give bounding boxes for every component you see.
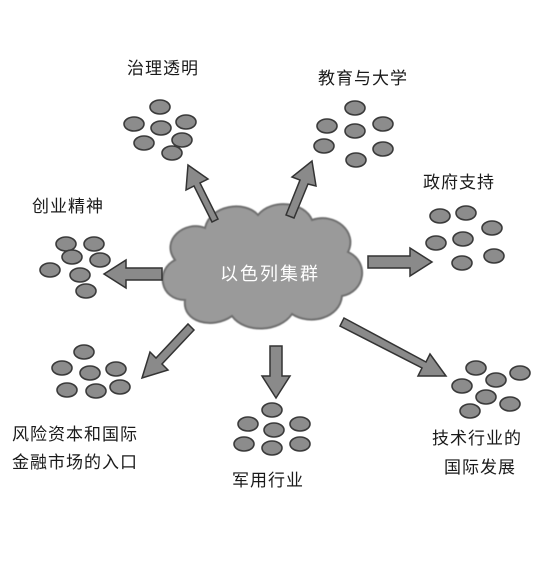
military-label: 军用行业 [232, 471, 304, 491]
cluster-tech [451, 360, 531, 419]
cluster-governance [123, 99, 197, 161]
arrow-to-government [367, 246, 434, 278]
arrow-to-capital [140, 322, 196, 380]
tech-label-line2: 国际发展 [444, 458, 516, 478]
center-label: 以色列集群 [220, 264, 320, 285]
central-cloud [161, 203, 364, 330]
cluster-entrepreneurship [39, 236, 111, 299]
education-label: 教育与大学 [318, 69, 408, 89]
cluster-capital [51, 344, 131, 399]
entrepreneurship-label: 创业精神 [32, 197, 104, 217]
cluster-government [425, 205, 505, 271]
cluster-military [233, 402, 311, 456]
capital-label-line2: 金融市场的入口 [12, 453, 138, 473]
arrow-to-tech [338, 316, 448, 377]
arrow-to-entrepreneurship [102, 258, 163, 290]
tech-label-line1: 技术行业的 [432, 429, 522, 449]
capital-label-line1: 风险资本和国际 [12, 425, 138, 445]
cluster-education [313, 100, 394, 168]
arrow-to-education [285, 159, 317, 219]
government-label: 政府支持 [423, 173, 495, 193]
arrow-to-military [260, 345, 292, 400]
arrow-to-governance [185, 163, 220, 224]
governance-label: 治理透明 [127, 59, 199, 79]
